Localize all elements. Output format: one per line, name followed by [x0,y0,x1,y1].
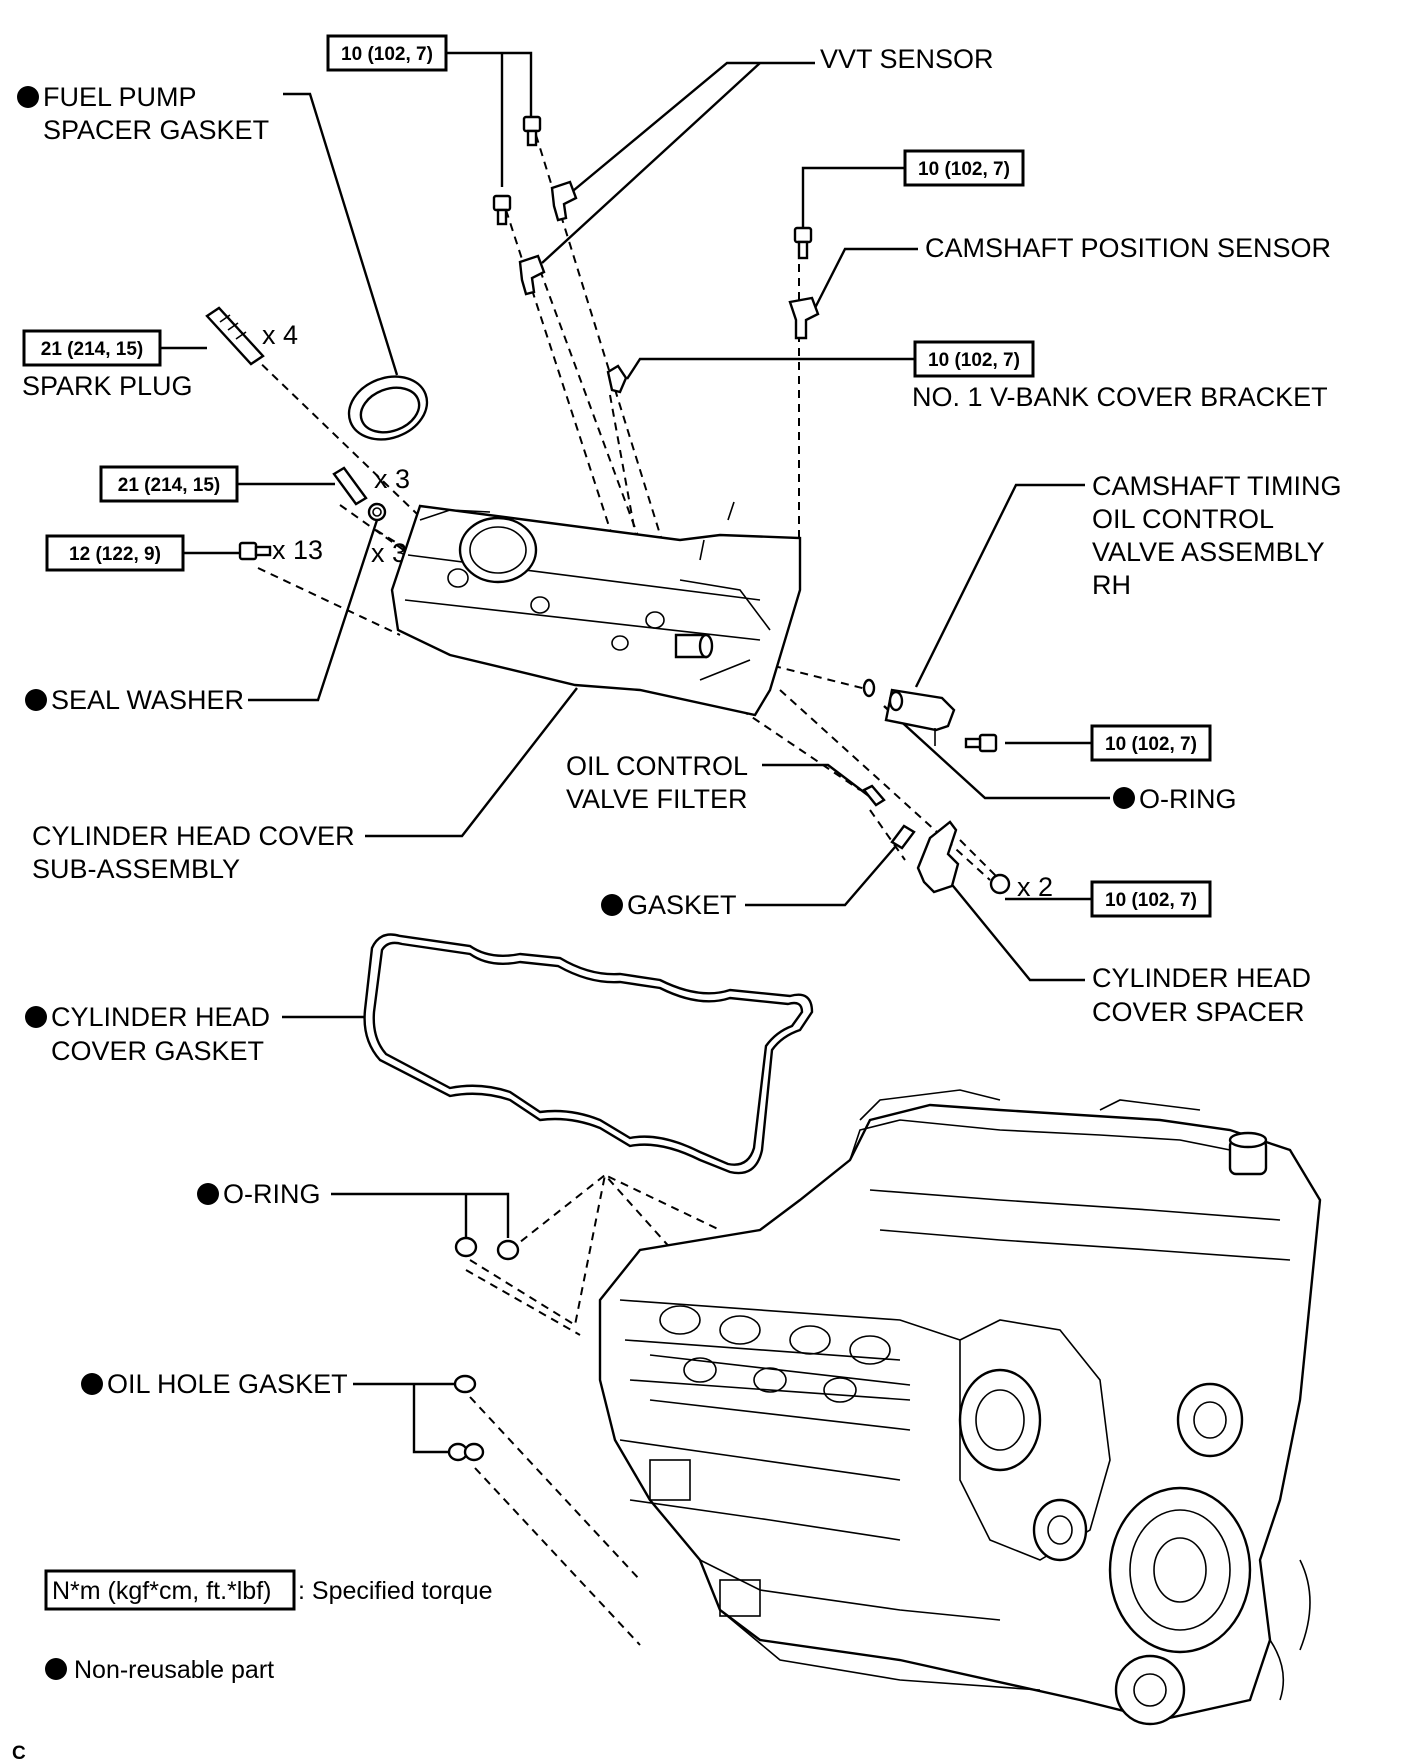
vvt-sensor-icon [550,180,578,222]
svg-text:12 (122, 9): 12 (122, 9) [69,544,161,565]
head-cover-label-line2: SUB-ASSEMBLY [32,854,240,884]
fuel-pump-spacer-gasket-icon [347,375,429,441]
non-reusable-marker [25,689,47,711]
vvt-bolt-icon [522,115,542,147]
torque-box-spark-plug: 21 (214, 15) [22,329,162,367]
head-cover-gasket-label: CYLINDER HEAD [51,1002,270,1032]
svg-text:10 (102, 7): 10 (102, 7) [1105,890,1197,911]
vvt-bolt-icon [492,194,512,226]
vvt-sensor-icon [518,254,546,296]
head-cover-label: CYLINDER HEAD COVER [32,821,355,851]
torque-box-cover-bolt: 12 (122, 9) [45,534,185,572]
head-cover-spacer-label: CYLINDER HEAD [1092,963,1311,993]
svg-text:N*m (kgf*cm, ft.*lbf): N*m (kgf*cm, ft.*lbf) [52,1577,271,1605]
ocv-label-line2: OIL CONTROL [1092,504,1274,534]
non-reusable-marker [25,1006,47,1028]
spacer-bolt-icon [989,873,1011,895]
gasket-label: GASKET [627,890,737,920]
corner-code: C [12,1743,26,1763]
camshaft-position-sensor-icon [788,296,820,340]
torque-box-spacer: 10 (102, 7) [1090,880,1212,918]
non-reusable-marker [81,1373,103,1395]
camshaft-timing-oil-control-valve-icon [884,688,956,746]
oring-lower-icon [454,1236,520,1261]
svg-text:Non-reusable part: Non-reusable part [74,1656,274,1684]
oil-control-filter-label: OIL CONTROL [566,751,748,781]
svg-text:21 (214, 15): 21 (214, 15) [118,475,220,496]
oil-hole-gasket-icon [447,1374,485,1462]
head-cover-spacer-label-line2: COVER SPACER [1092,997,1305,1027]
svg-text:10 (102, 7): 10 (102, 7) [928,350,1020,371]
cylinder-head-cover-gasket-icon [363,933,814,1175]
ocv-bolt-icon [964,733,998,753]
oil-control-valve-filter-icon [862,784,886,807]
fuel-pump-gasket-label-line2: SPACER GASKET [43,115,269,145]
torque-box-vvt: 10 (102, 7) [326,34,448,72]
spacer-bolt-qty: x 2 [1017,872,1053,902]
torque-box-cam-sensor: 10 (102, 7) [903,149,1025,187]
torque-box-ocv: 10 (102, 7) [1090,724,1212,762]
seal-washer-label: SEAL WASHER [51,685,244,715]
cylinder-head-cover-spacer-icon [916,820,960,894]
torque-box-stud: 21 (214, 15) [99,465,239,503]
engine-assembly-icon [598,1089,1322,1726]
oring-lower-label: O-RING [223,1179,321,1209]
torque-box-bracket: 10 (102, 7) [913,340,1035,378]
oil-hole-gasket-label: OIL HOLE GASKET [107,1369,348,1399]
legend-non-reusable: Non-reusable part [45,1656,274,1684]
non-reusable-marker [601,894,623,916]
seal-washer-icon [367,502,387,522]
non-reusable-marker [17,86,39,108]
vbank-bracket-icon [606,364,628,394]
cylinder-head-cover-icon [390,501,802,717]
oil-control-filter-label-line2: VALVE FILTER [566,784,748,814]
spark-plug-qty: x 4 [262,320,298,350]
svg-text:10 (102, 7): 10 (102, 7) [1105,734,1197,755]
svg-text:: Specified torque: : Specified torque [298,1577,493,1605]
ocv-label-line4: RH [1092,570,1131,600]
svg-text:21 (214, 15): 21 (214, 15) [41,339,143,360]
vvt-sensor-label: VVT SENSOR [820,44,994,74]
vbank-bracket-label: NO. 1 V-BANK COVER BRACKET [912,382,1328,412]
gasket-icon [890,824,916,850]
head-cover-gasket-label-line2: COVER GASKET [51,1036,264,1066]
cover-bolt-qty: x 13 [272,535,323,565]
spark-plug-icon [205,306,265,366]
spark-plug-label: SPARK PLUG [22,371,193,401]
svg-text:10 (102, 7): 10 (102, 7) [918,159,1010,180]
ocv-label-line3: VALVE ASSEMBLY [1092,537,1325,567]
legend-torque: N*m (kgf*cm, ft.*lbf) : Specified torque [44,1569,493,1611]
stud-icon [332,466,368,506]
non-reusable-marker [197,1183,219,1205]
camshaft-position-sensor-label: CAMSHAFT POSITION SENSOR [925,233,1331,263]
oring-upper-icon [862,678,876,698]
stud-qty: x 3 [374,464,410,494]
cover-bolt-icon [238,541,272,561]
non-reusable-marker [1113,787,1135,809]
ocv-label: CAMSHAFT TIMING [1092,471,1342,501]
leader-lines [160,51,1110,1454]
fuel-pump-gasket-label: FUEL PUMP [43,82,197,112]
cam-sensor-bolt-icon [793,226,813,260]
svg-text:10 (102, 7): 10 (102, 7) [341,44,433,65]
oring-upper-label: O-RING [1139,784,1237,814]
